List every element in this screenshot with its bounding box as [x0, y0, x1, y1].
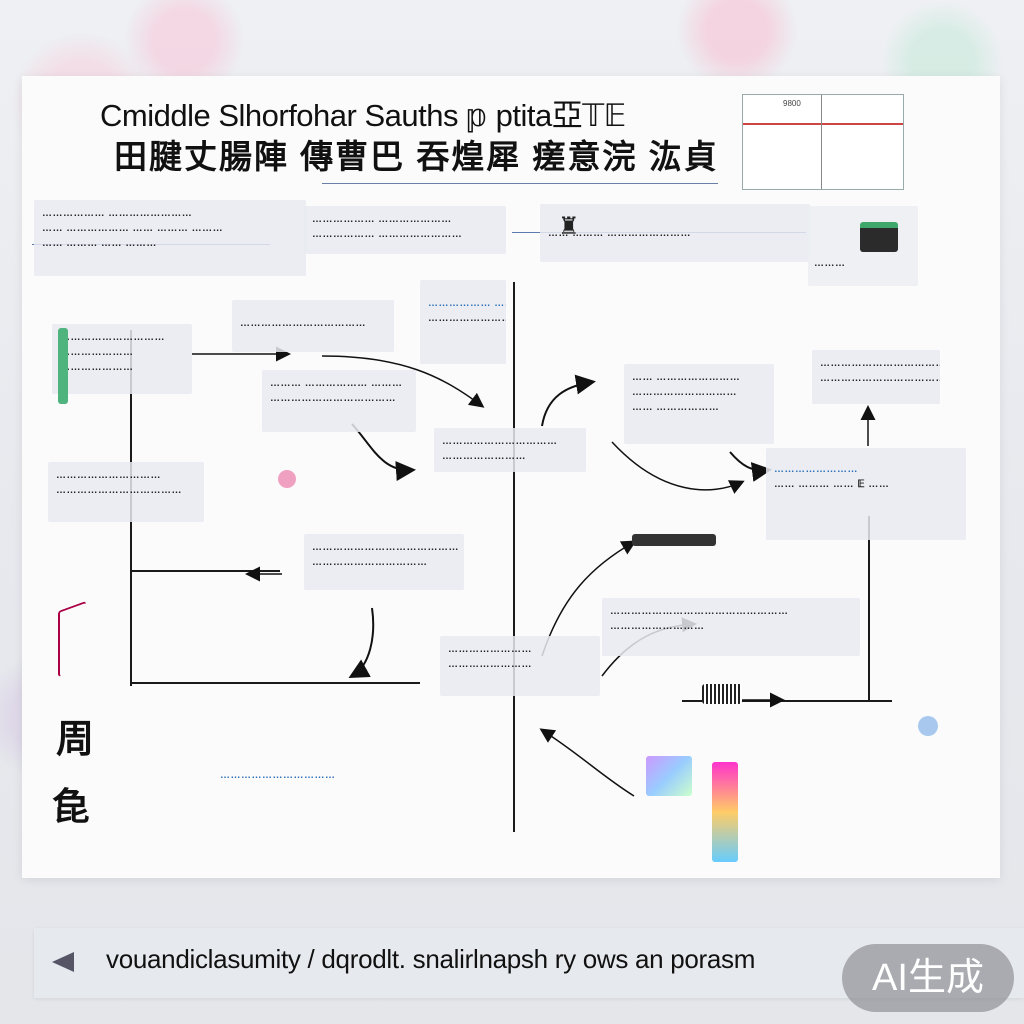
node-card: ……………… ………………… ……………… …………………… — [304, 206, 506, 254]
thumbnail-chart: 9800 — [742, 94, 904, 190]
connector-main-vertical — [513, 282, 515, 832]
green-leaf-icon — [58, 328, 68, 404]
footer-caption: vouandiclasumity / dqrodlt. snalirlnapsh… — [106, 944, 756, 974]
node-card: ……………… ………………… ……………………… — [420, 280, 506, 364]
arrow-bottom-curve — [539, 728, 635, 797]
node-card: ………………………… ………………… ………………… — [52, 324, 192, 394]
node-card: …… …………………… ………………………… …… ……………… — [624, 364, 774, 444]
page-title: Cmiddle Slhorfohar Sauths 𝕡 ptita亞𝕋𝔼 — [100, 98, 626, 133]
connector-left-mid — [130, 570, 280, 572]
connector-right-bottom — [682, 700, 892, 702]
stamp-image — [632, 534, 716, 546]
node-card: …………………………………………… ……………………… — [602, 598, 860, 656]
arrow-curl-right — [729, 451, 772, 482]
ai-generated-badge: AI生成 — [842, 944, 1014, 1012]
blue-bubble-icon — [918, 716, 938, 736]
connector-right-vertical — [868, 516, 870, 700]
arrow-mid-to-right — [611, 441, 745, 494]
page-subtitle: 田腱丈腸陣 傳曹巴 吞煌犀 瘥意浣 汯貞 — [114, 138, 719, 175]
side-label-top: 周 — [56, 719, 95, 761]
diagram-board: Cmiddle Slhorfohar Sauths 𝕡 ptita亞𝕋𝔼 田腱丈… — [22, 76, 1000, 878]
gradient-thumbnail — [646, 756, 692, 796]
node-card: ………………………… ……………………………… — [48, 462, 204, 522]
thumbnail-divider — [821, 95, 822, 189]
node-card: …… ……… …………………… — [540, 204, 810, 262]
node-card: ……… — [808, 206, 918, 286]
node-card: …………………… …………………… — [440, 636, 600, 696]
title-underline — [322, 183, 718, 184]
magenta-corner-icon — [58, 600, 86, 678]
side-label-bottom: 㲋 — [52, 787, 91, 829]
footer-arrow-icon — [52, 952, 74, 972]
building-thumbnail — [712, 762, 738, 862]
node-card: …………………………………… …………………………………… — [812, 350, 940, 404]
thumbnail-red-line — [743, 123, 903, 125]
node-card: …………………… …… ……… …… 𝔼 …… — [766, 448, 966, 540]
pink-bubble-icon — [278, 470, 296, 488]
node-card: …………………………………… …………………………… — [304, 534, 464, 590]
node-card: ……… ……………… ……… ……………………………… — [262, 370, 416, 432]
barcode-strip — [702, 684, 742, 704]
node-card: …………………………… — [220, 770, 336, 781]
thumbnail-caption: 9800 — [783, 99, 801, 108]
arrow-up-from-junction — [541, 374, 596, 427]
printer-icon — [860, 222, 898, 252]
arrow-lower-left — [348, 607, 375, 678]
figure-icon: ♜ — [558, 213, 580, 240]
connector-left-bottom — [130, 682, 420, 684]
node-card: …………………………… …………………… — [434, 428, 586, 472]
node-card: ……………… …………………… …… ……………… …… ……… ……… …… … — [34, 200, 306, 276]
node-card: ……………………………… — [232, 300, 394, 352]
